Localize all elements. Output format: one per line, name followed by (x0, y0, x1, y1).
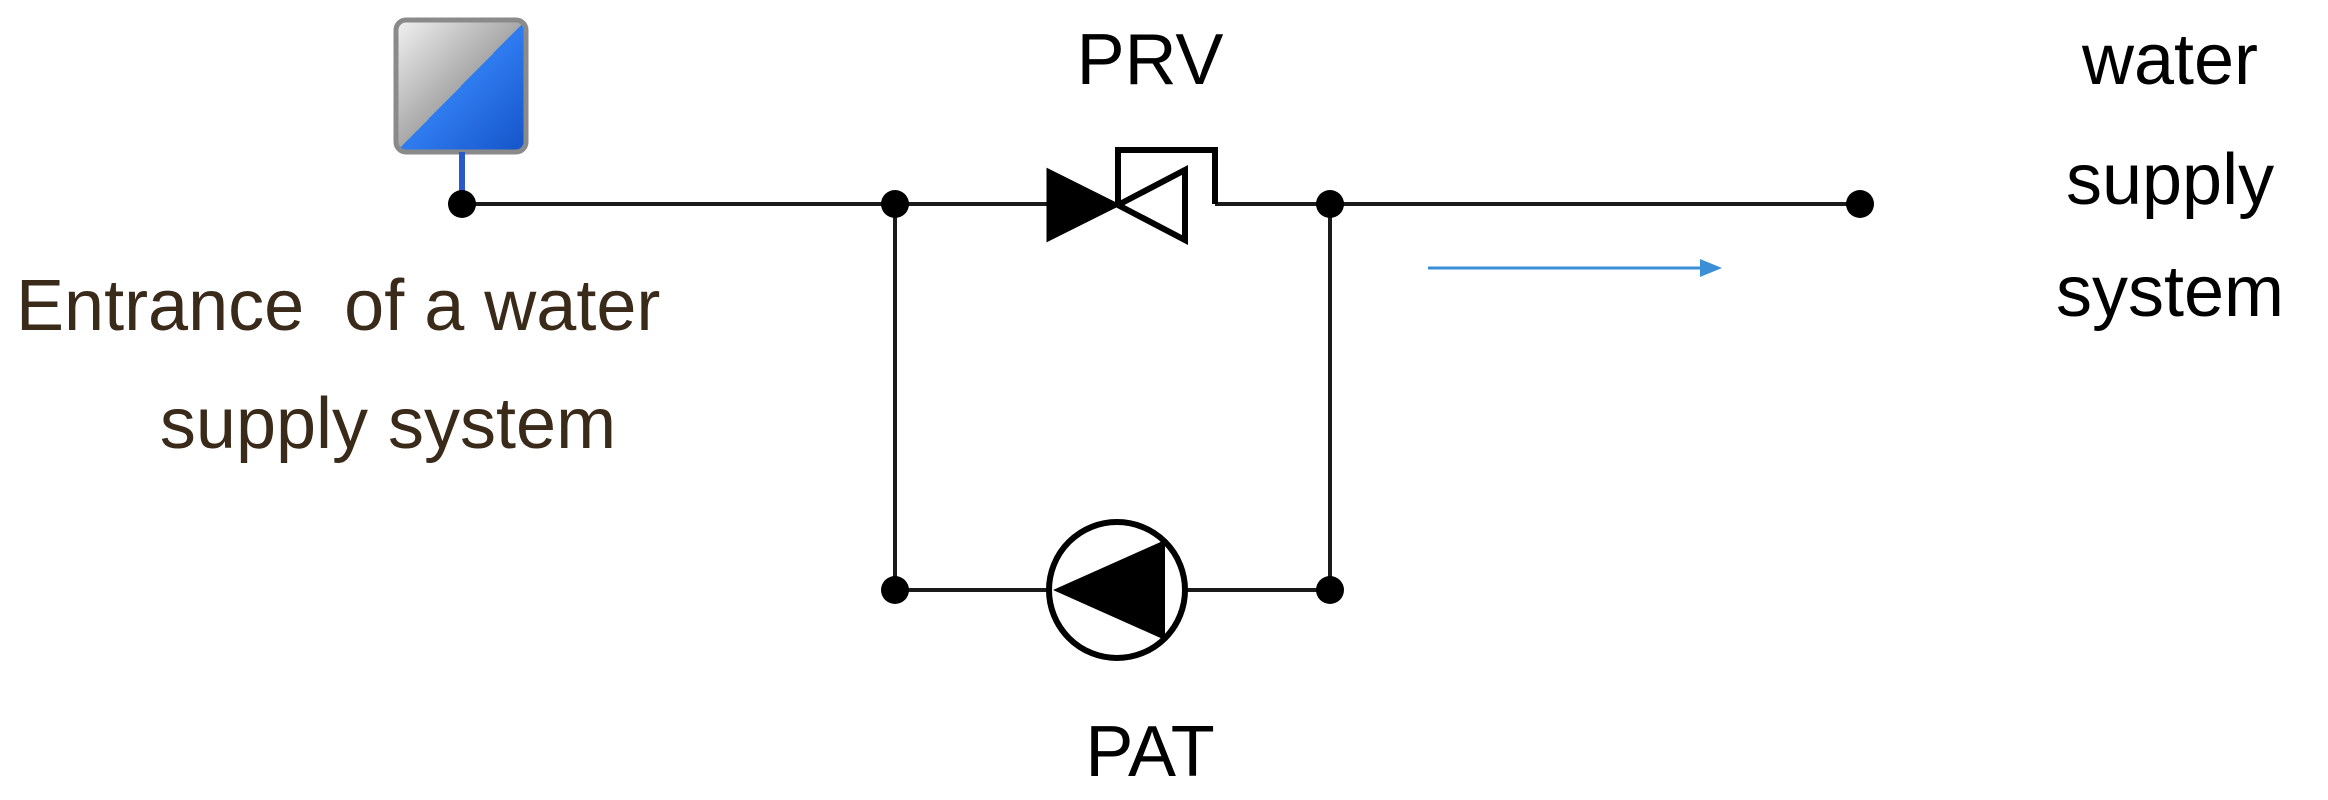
entrance-label-line-1: Entrance of a water (16, 266, 660, 346)
pump-as-turbine-icon (1046, 519, 1188, 661)
prv-label: PRV (1077, 20, 1224, 100)
outlet-label-line-2: supply (2066, 140, 2274, 220)
outlet-label-line-3: system (2056, 252, 2284, 332)
pipe-network (462, 202, 1860, 592)
flow-direction-arrow-icon (1428, 259, 1722, 277)
node-split-top-left (881, 190, 909, 218)
node-entrance (448, 190, 476, 218)
node-split-bottom-left (881, 576, 909, 604)
junction-nodes (448, 190, 1874, 604)
pressure-reducing-valve-icon (1046, 147, 1218, 245)
node-outlet (1846, 190, 1874, 218)
reservoir-icon (393, 17, 529, 204)
node-split-bottom-right (1316, 576, 1344, 604)
node-split-top-right (1316, 190, 1344, 218)
entrance-label-line-2: supply system (160, 384, 616, 464)
outlet-label-line-1: water (2081, 20, 2258, 100)
pat-label: PAT (1085, 712, 1214, 792)
